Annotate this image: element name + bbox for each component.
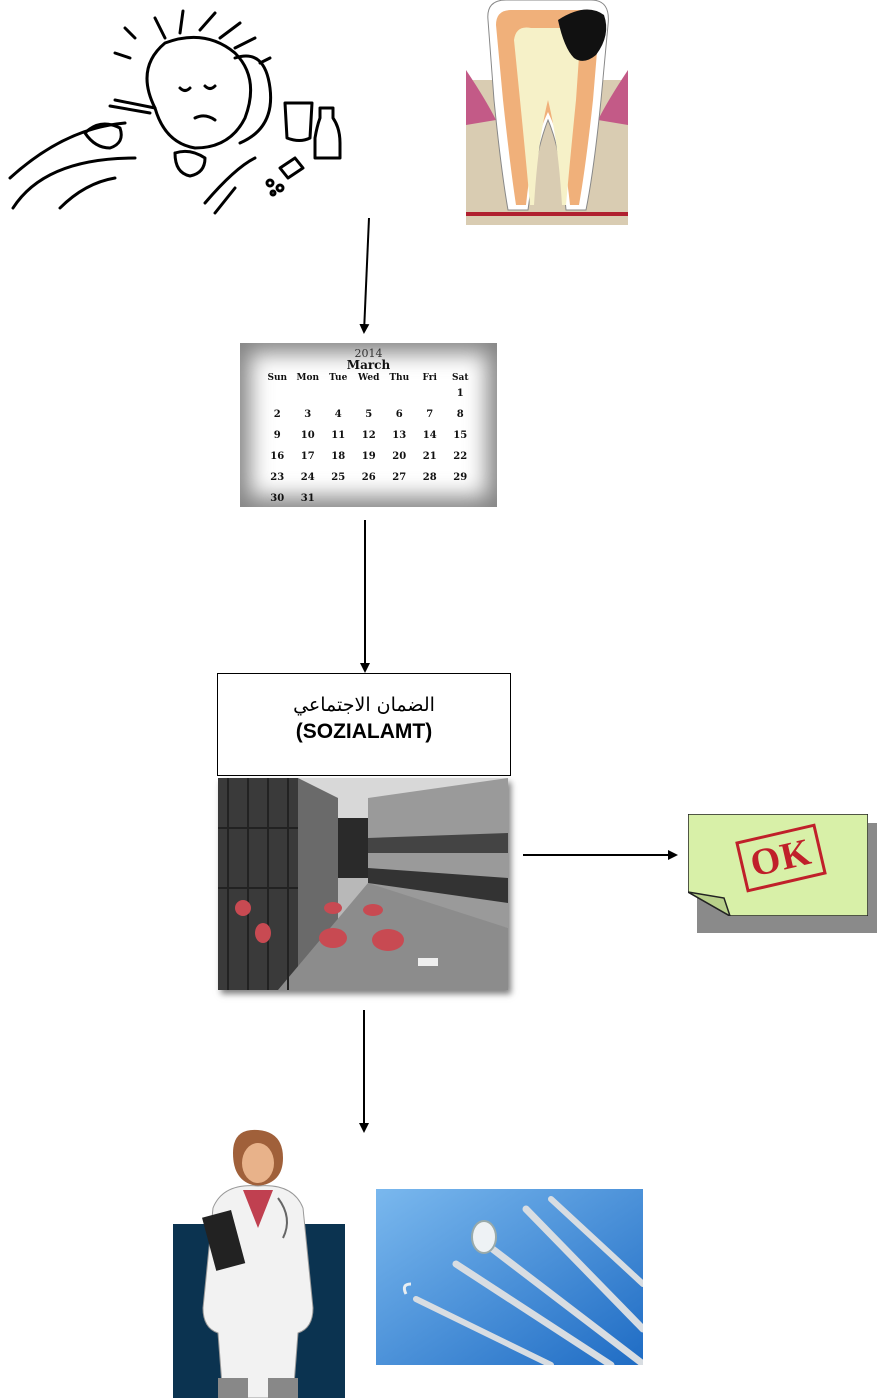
calendar-day: 18 [331,451,346,462]
calendar-day: 24 [300,472,315,483]
calendar-day: 7 [426,409,434,420]
calendar-day: 22 [453,451,468,462]
calendar-week-row: 16 17 18 19 20 21 22 [262,446,476,467]
calendar-day: 2 [273,409,281,420]
calendar-day: 15 [453,430,468,441]
calendar-day: 25 [331,472,346,483]
calendar-week-row: 2 3 4 5 6 7 8 [262,404,476,425]
calendar-day: 30 [270,493,285,504]
dental-tools-photo [376,1189,643,1365]
calendar-day: 3 [304,409,312,420]
calendar-week-row: 23 24 25 26 27 28 29 [262,467,476,488]
calendar-month: March [346,358,391,372]
sick-boy-illustration [8,9,342,215]
calendar-day: 17 [300,451,315,462]
calendar-day: 10 [300,430,315,441]
office-building-photo [218,778,508,990]
calendar-day: 31 [300,493,315,504]
calendar-day: 27 [392,472,407,483]
calendar-day: 4 [334,409,342,420]
calendar-day: 28 [422,472,437,483]
ok-note [688,814,868,916]
weekday-label: Sat [452,373,469,383]
calendar-day: 1 [456,388,464,399]
calendar-weekday-row: Sun Mon Tue Wed Thu Fri Sat [262,373,476,383]
weekday-label: Wed [358,373,380,383]
calendar-day: 8 [456,409,464,420]
calendar-day: 21 [422,451,437,462]
calendar-day: 20 [392,451,407,462]
calendar-day: 5 [365,409,373,420]
calendar-day: 23 [270,472,285,483]
office-label-german: (SOZIALAMT) [295,720,433,743]
calendar-day: 11 [331,430,346,441]
weekday-label: Thu [389,373,410,383]
doctor-illustration [173,1129,345,1398]
calendar-day: 19 [361,451,376,462]
decayed-tooth-illustration [466,0,628,225]
calendar-day: 26 [361,472,376,483]
calendar-day: 9 [273,430,281,441]
calendar-day: 13 [392,430,407,441]
calendar-day: 16 [270,451,285,462]
arrow-to-calendar [359,217,370,334]
weekday-label: Sun [267,373,288,383]
calendar-day: 14 [422,430,437,441]
weekday-label: Mon [296,373,319,383]
weekday-label: Fri [422,373,437,383]
calendar-image: 2014 March Sun Mon Tue Wed Thu Fri Sat 1… [240,343,497,507]
calendar-day: 12 [361,430,376,441]
calendar-week-row: 9 10 11 12 13 14 15 [262,425,476,446]
calendar-year: 2014 [354,347,383,360]
calendar-day: 29 [453,472,468,483]
social-office-label-box: الضمان الاجتماعي (SOZIALAMT) [217,673,511,776]
calendar-day: 6 [395,409,403,420]
calendar-week-row: 30 31 [262,488,476,509]
weekday-label: Tue [329,373,348,383]
calendar-week-row: 1 [262,383,476,404]
office-label-arabic: الضمان الاجتماعي [293,694,435,716]
